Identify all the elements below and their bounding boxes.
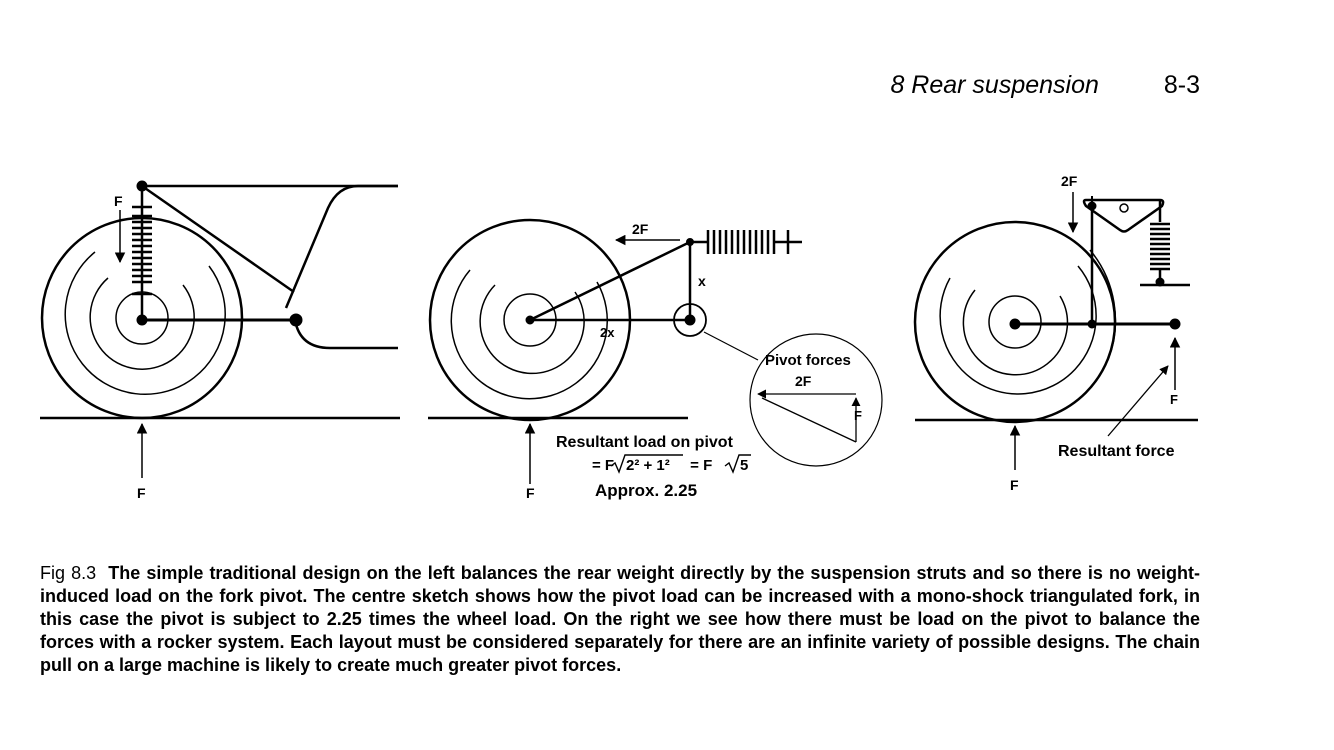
pivot-forces-f: F — [854, 408, 862, 423]
pivot-ring — [673, 303, 707, 337]
radical-sign-1 — [610, 454, 683, 474]
page-number: 8-3 — [1163, 71, 1200, 99]
chapter-title: 8 Rear suspension — [890, 71, 1099, 99]
wheel-rim-arc — [939, 265, 1097, 395]
frame-lower-rail — [293, 319, 398, 350]
caption-text: The simple traditional design on the lef… — [40, 563, 1200, 675]
centre-2x-label: 2x — [600, 325, 615, 340]
axle-dot — [136, 314, 148, 326]
wheel-axle-ring — [988, 295, 1042, 349]
shock-spring — [1150, 222, 1170, 271]
resultant-arrow — [1107, 365, 1169, 437]
axle-dot — [525, 315, 535, 325]
wheel-hub-arc — [962, 289, 1069, 376]
right-force-bottom-label: F — [1010, 477, 1019, 493]
page-header: 8 Rear suspension 8-3 — [890, 71, 1200, 100]
pivot-forces-title: Pivot forces — [765, 352, 851, 369]
shock-mount-dot — [1155, 277, 1165, 287]
left-force-top-label: F — [114, 193, 123, 209]
wheel-outer-arc — [1089, 249, 1117, 361]
pivot-forces-inset — [749, 333, 883, 467]
wheel-hub-arc — [479, 284, 585, 375]
rocker-plate — [1082, 198, 1165, 233]
right-force-f-label: F — [1170, 392, 1178, 407]
pivot-dot — [289, 313, 303, 327]
centre-sketch — [428, 218, 883, 484]
formula-equals-1: = F — [592, 457, 614, 474]
leader-line — [703, 331, 759, 361]
formula-equals-2: = F — [686, 457, 712, 474]
frame-seat-tube — [284, 184, 398, 309]
figure-caption: Fig 8.3 The simple traditional design on… — [40, 562, 1200, 677]
pushrod-dot — [1087, 319, 1097, 329]
centre-x-label: x — [698, 273, 706, 289]
pivot-dot — [1169, 318, 1181, 330]
left-force-bottom-label: F — [137, 485, 146, 501]
fork-upper-member — [529, 240, 691, 322]
frame-joint-dot — [136, 180, 148, 192]
frame-diagonal — [141, 184, 295, 294]
shock-spring — [706, 230, 776, 254]
centre-force-bottom-label: F — [526, 485, 535, 501]
rocker-pivot — [1119, 203, 1129, 213]
radical-sign-2 — [724, 454, 751, 474]
resultant-force-label: Resultant force — [1058, 443, 1175, 460]
pivot-dot — [684, 314, 696, 326]
axle-dot — [1009, 318, 1021, 330]
resultant-load-label: Resultant load on pivot — [556, 434, 734, 451]
wheel-rim-arc — [450, 269, 608, 400]
strut-spring — [132, 214, 152, 284]
right-sketch — [913, 192, 1198, 470]
centre-2f-label: 2F — [632, 221, 649, 237]
inset-resultant — [761, 397, 857, 443]
formula-radicand-2: 5 — [740, 457, 748, 474]
formula-radicand-1: 2² + 1² — [626, 457, 670, 474]
pivot-forces-2f: 2F — [795, 373, 812, 389]
figure-label: Fig 8.3 — [40, 563, 97, 583]
approx-label: Approx. 2.25 — [595, 481, 697, 500]
left-sketch — [40, 180, 400, 478]
right-2f-label: 2F — [1061, 173, 1078, 189]
